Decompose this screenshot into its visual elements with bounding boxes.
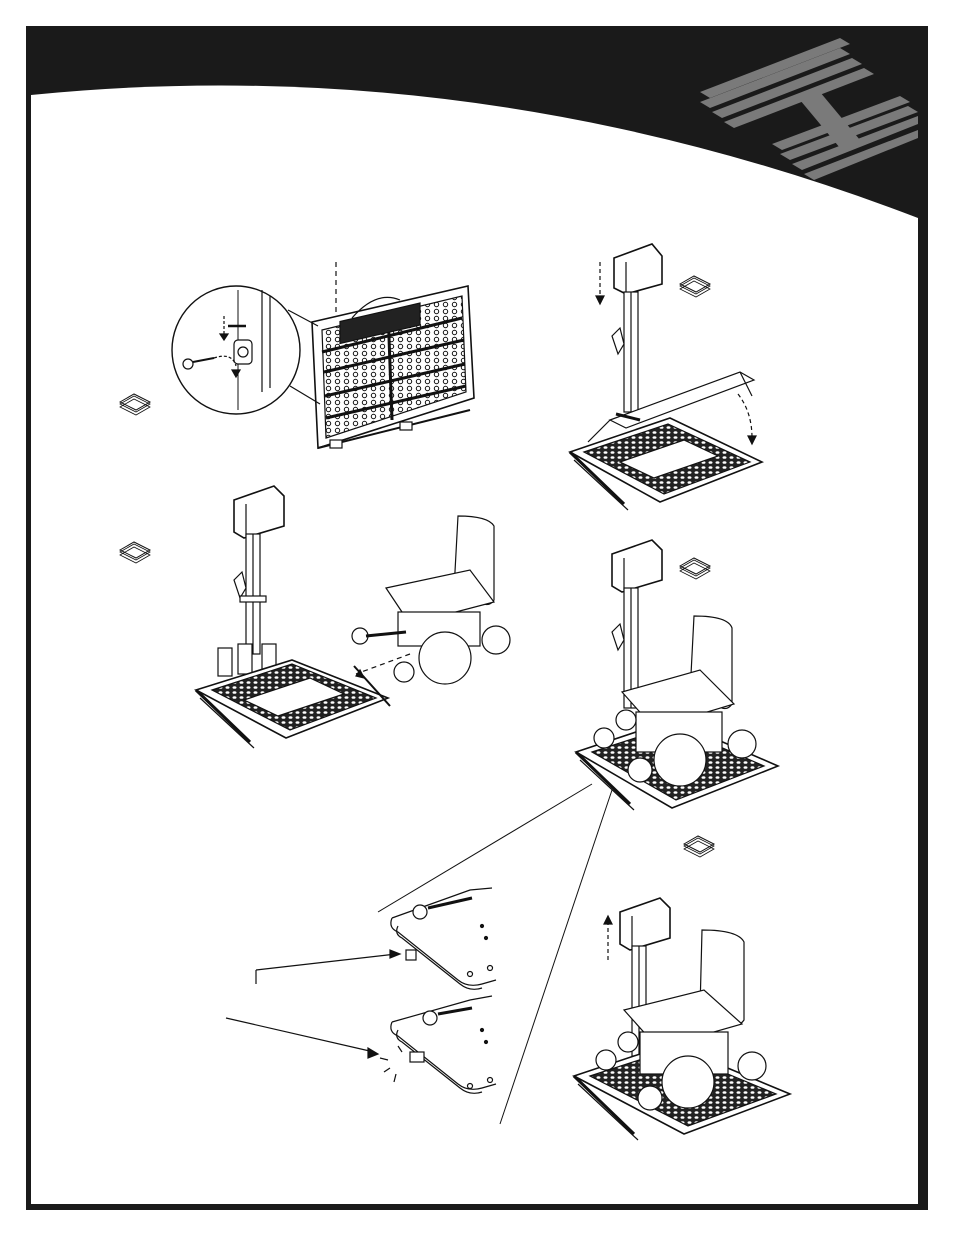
manual-page bbox=[0, 0, 954, 1235]
